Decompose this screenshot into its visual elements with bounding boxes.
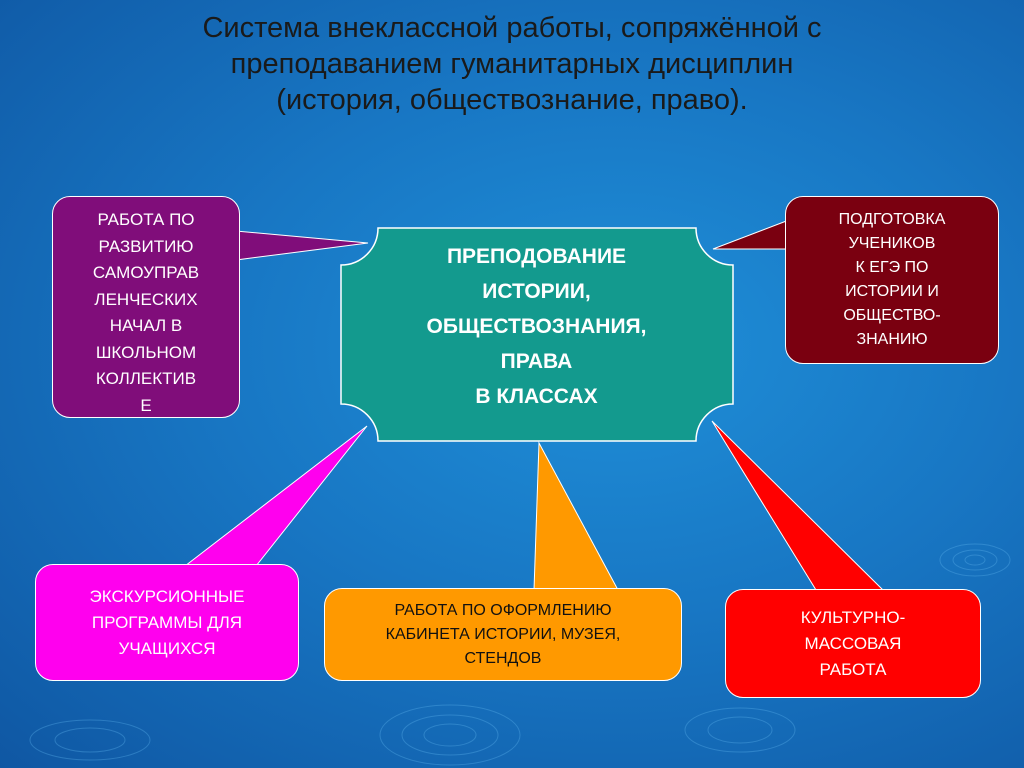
self-government-box: РАБОТА ПО РАЗВИТИЮ САМОУПРАВ ЛЕНЧЕСКИХ Н… [52, 196, 240, 418]
ripple-ring [952, 549, 998, 571]
excursion-pointer [183, 425, 368, 567]
cabinet-pointer [533, 441, 619, 591]
ege-preparation-label: ПОДГОТОВКА УЧЕНИКОВ К ЕГЭ ПО ИСТОРИИ И О… [838, 211, 946, 348]
ripple-ring [401, 714, 499, 756]
ripple-ring [964, 554, 986, 566]
cabinet-design-box: РАБОТА ПО ОФОРМЛЕНИЮ КАБИНЕТА ИСТОРИИ, М… [324, 588, 682, 681]
ripple-ring [379, 704, 521, 766]
water-ripples [29, 543, 1011, 766]
central-topic-label: ПРЕПОДОВАНИЕ ИСТОРИИ, ОБЩЕСТВОЗНАНИЯ, ПР… [426, 245, 647, 408]
ripple-ring [939, 543, 1011, 577]
excursion-programs-label: ЭКСКУРСИОННЫЕ ПРОГРАММЫ ДЛЯ УЧАЩИХСЯ [89, 586, 245, 658]
central-plaque [340, 227, 734, 442]
title-line-1: Система внеклассной работы, сопряжённой … [202, 12, 822, 44]
excursion-programs-box: ЭКСКУРСИОННЫЕ ПРОГРАММЫ ДЛЯ УЧАЩИХСЯ [35, 564, 299, 681]
cabinet-design-label: РАБОТА ПО ОФОРМЛЕНИЮ КАБИНЕТА ИСТОРИИ, М… [385, 601, 621, 667]
ripple-ring [29, 719, 151, 761]
cultural-events-label: КУЛЬТУРНО- МАССОВАЯ РАБОТА [800, 607, 906, 679]
slide-title: Система внеклассной работы, сопряжённой … [100, 10, 924, 118]
ripple-ring [707, 716, 773, 744]
ege-preparation-box: ПОДГОТОВКА УЧЕНИКОВ К ЕГЭ ПО ИСТОРИИ И О… [785, 196, 999, 364]
ripple-ring [684, 707, 796, 753]
culture-pointer [711, 420, 885, 591]
title-line-3: (история, обществознание, право). [276, 84, 748, 116]
ripple-ring [54, 727, 126, 753]
cultural-events-box: КУЛЬТУРНО- МАССОВАЯ РАБОТА [725, 589, 981, 698]
title-line-2: преподаванием гуманитарных дисциплин [230, 48, 794, 80]
self-government-label: РАБОТА ПО РАЗВИТИЮ САМОУПРАВ ЛЕНЧЕСКИХ Н… [92, 210, 200, 415]
ripple-ring [423, 723, 477, 747]
central-topic: ПРЕПОДОВАНИЕ ИСТОРИИ, ОБЩЕСТВОЗНАНИЯ, ПР… [340, 228, 733, 441]
